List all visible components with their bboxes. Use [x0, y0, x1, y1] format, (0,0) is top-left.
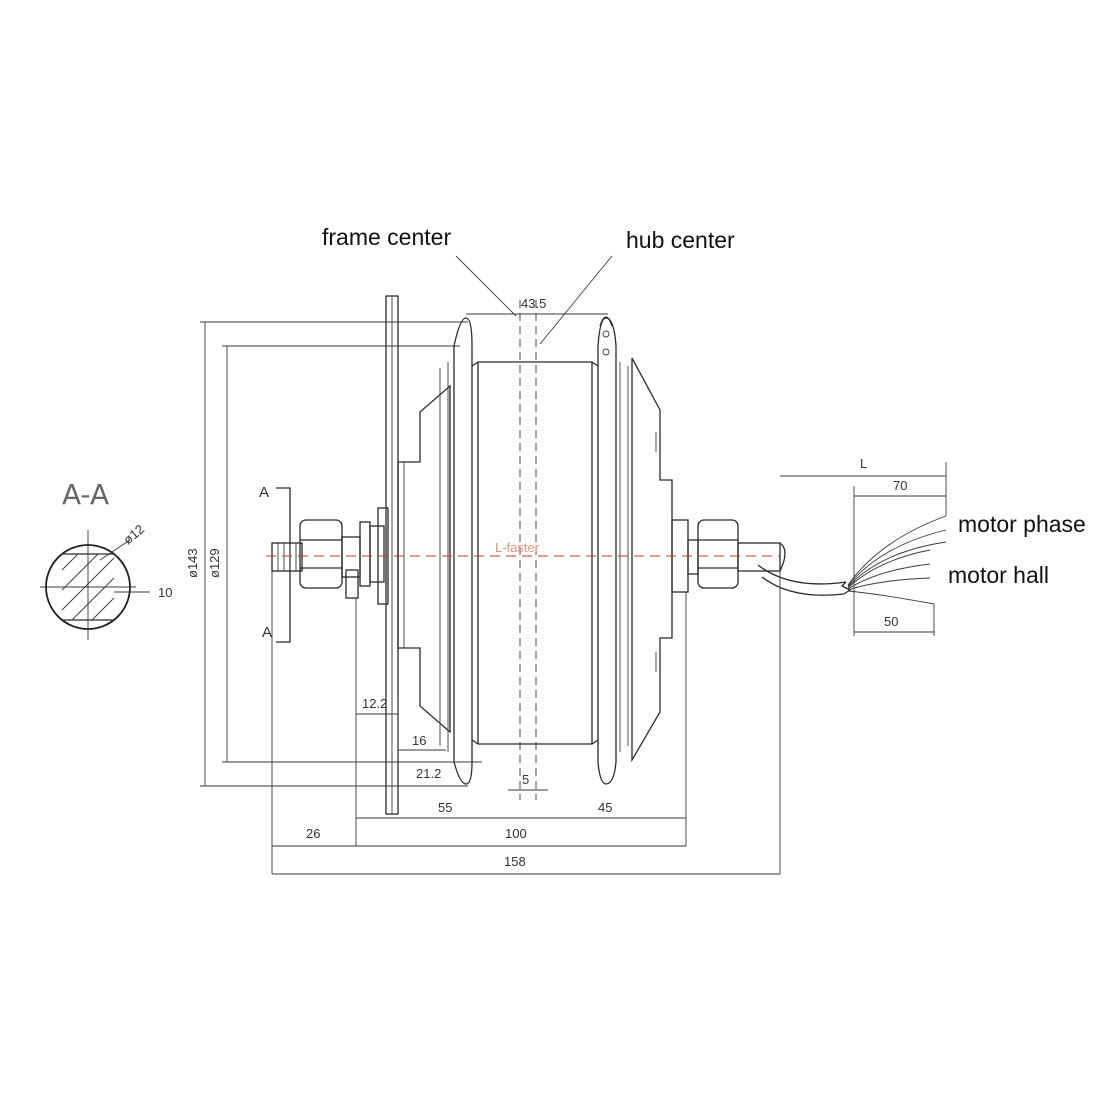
dim-cable-50: 50	[884, 614, 898, 629]
dim-cable-L: L	[860, 456, 867, 471]
section-centerlines	[40, 530, 136, 640]
dim-26: 26	[306, 826, 320, 841]
motor-hall-label: motor hall	[948, 562, 1049, 588]
center-lines: L-faster	[266, 300, 780, 800]
dim-5: 5	[522, 772, 529, 787]
hub-right-flange	[597, 317, 617, 785]
dim-100: 100	[505, 826, 527, 841]
dim-16: 16	[412, 733, 426, 748]
axle-nut-right	[697, 519, 739, 589]
motor-phase-label: motor phase	[958, 511, 1086, 537]
cable-dims: L 70 50 motor phase motor hall	[780, 456, 1086, 636]
diameter-dims: ø143 ø129	[185, 321, 482, 787]
hub-right-cover	[631, 357, 673, 763]
dim-21-2: 21.2	[416, 766, 441, 781]
dim-45: 45	[598, 800, 612, 815]
dim-line-129	[222, 345, 482, 763]
dim-55: 55	[438, 800, 452, 815]
dim-cable-70: 70	[893, 478, 907, 493]
dim-158: 158	[504, 854, 526, 869]
axle-nut-left	[299, 519, 343, 589]
hub-left-cover	[397, 384, 451, 734]
dim-offset-43-5: 43.5	[521, 296, 546, 311]
section-markers: A A	[259, 484, 291, 643]
dim-12-2: 12.2	[362, 696, 387, 711]
frame-plate	[377, 295, 399, 815]
cable-jacket	[757, 564, 847, 596]
section-mark-top: A	[259, 484, 269, 501]
hub-left-flange	[453, 317, 473, 785]
cable	[757, 515, 947, 605]
hub-center-leader	[539, 255, 613, 345]
axle-left	[271, 519, 385, 599]
hub-center-label: hub center	[626, 227, 735, 253]
watermark: L-faster	[495, 540, 540, 555]
dim-dia-129: ø129	[207, 548, 222, 578]
dim-flat-10: 10	[158, 585, 172, 600]
hub-body	[397, 316, 673, 785]
bottom-dims: 12.2 16 21.2 5 55 45 26 100 158	[271, 571, 781, 875]
section-a-a: A-A 10 ø12	[40, 478, 172, 640]
dim-dia-143: ø143	[185, 548, 200, 578]
section-mark-bottom: A	[262, 624, 272, 641]
frame-center-label: frame center	[322, 224, 451, 250]
top-labels: frame center hub center 43.5	[322, 224, 735, 345]
frame-center-leader	[455, 255, 517, 317]
dim-line-143	[200, 321, 468, 787]
section-label: A-A	[62, 478, 109, 511]
hub-drum	[477, 362, 593, 744]
